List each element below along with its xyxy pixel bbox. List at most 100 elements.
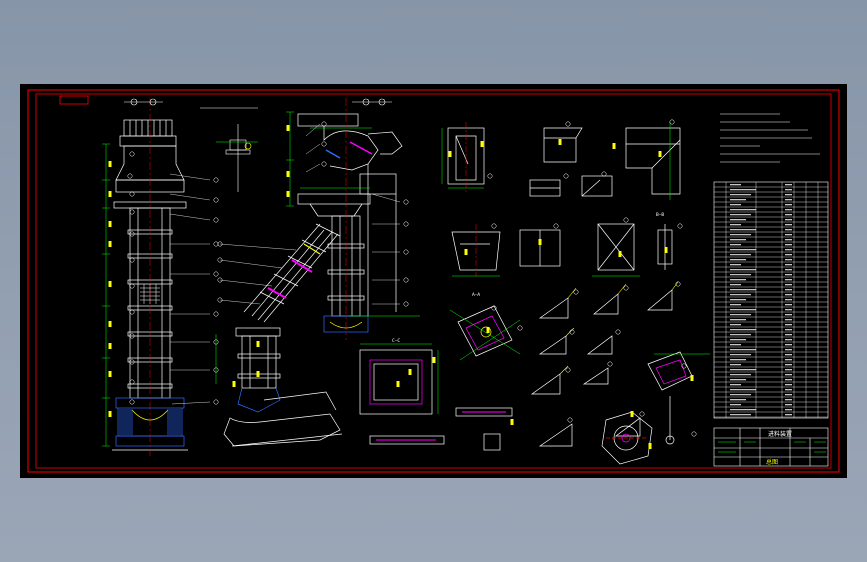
plan-view-frame [359, 349, 433, 415]
dimension-mark [108, 191, 112, 197]
section-label-c: C—C [392, 338, 400, 344]
part-balloon [675, 281, 681, 287]
parts-list-table [713, 181, 829, 419]
incline-markers [267, 141, 373, 299]
dimension-mark [664, 247, 668, 253]
part-balloon [403, 199, 409, 205]
dimension-mark [396, 381, 400, 387]
inner-frame [35, 93, 832, 469]
part-balloon [669, 119, 675, 125]
vertical-base [323, 315, 369, 333]
part-balloon [491, 223, 497, 229]
code-box [59, 95, 89, 105]
lower-housing [223, 327, 343, 447]
detail-part-4 [529, 175, 613, 197]
hopper-flange [119, 135, 177, 147]
dimension-mark [486, 327, 490, 333]
dimension-mark [464, 249, 468, 255]
section-label-a: A—A [472, 292, 480, 298]
part-balloon [129, 151, 135, 157]
dimension-mark [286, 125, 290, 131]
part-callouts [127, 119, 697, 437]
detail-part-6 [519, 229, 561, 267]
part-balloon [573, 289, 579, 295]
dimension-mark [648, 443, 652, 449]
part-balloon [517, 325, 523, 331]
flat-bar-hatch [376, 411, 506, 441]
part-balloon [217, 257, 223, 263]
dimension-mark [108, 221, 112, 227]
part-balloon [213, 367, 219, 373]
part-balloon [403, 277, 409, 283]
part-balloon [213, 339, 219, 345]
dimension-mark [658, 151, 662, 157]
flat-bars [369, 407, 513, 451]
dimension-mark [480, 141, 484, 147]
part-balloon [217, 277, 223, 283]
technical-notes [720, 113, 820, 163]
dimension-mark [618, 251, 622, 257]
dimension-mark [108, 343, 112, 349]
mid-dimensions [215, 111, 420, 384]
dimension-mark [690, 375, 694, 381]
part-balloon [677, 223, 683, 229]
drawing-sheet: 进料装置 总图 A—A B—B C—C [20, 84, 847, 478]
parts-list-frame [713, 181, 829, 419]
part-balloon [565, 121, 571, 127]
flange-detail [601, 411, 653, 465]
part-balloon [403, 301, 409, 307]
part-balloon [403, 249, 409, 255]
bolt-detail [216, 124, 258, 192]
dimension-mark [558, 139, 562, 145]
part-balloon [569, 329, 575, 335]
detail-part-7 [597, 223, 635, 271]
dimension-mark [108, 281, 112, 287]
dimension-mark [256, 341, 260, 347]
bottom-chute [223, 413, 341, 447]
detail-part-2 [543, 127, 583, 163]
left-leaders [169, 173, 211, 405]
part-balloon [615, 329, 621, 335]
part-balloon [129, 191, 135, 197]
part-balloon [129, 359, 135, 365]
part-balloon [129, 231, 135, 237]
part-balloon [403, 221, 409, 227]
part-balloon [553, 223, 559, 229]
dimension-mark [630, 411, 634, 417]
head-chute [323, 126, 379, 171]
head-flange [297, 193, 371, 205]
part-balloon [691, 431, 697, 437]
dimension-mark [286, 191, 290, 197]
mid-leaders [219, 123, 401, 305]
part-balloon [601, 171, 607, 177]
part-balloon [213, 271, 219, 277]
part-balloon [217, 241, 223, 247]
dimension-mark [108, 321, 112, 327]
incline-lower-edge [263, 233, 339, 323]
dimension-mark [408, 369, 412, 375]
part-balloon [563, 173, 569, 179]
dimension-mark [108, 411, 112, 417]
part-balloon [129, 379, 135, 385]
part-balloon [321, 121, 327, 127]
dimension-mark [286, 171, 290, 177]
triangle-parts [530, 289, 673, 447]
dimension-mark [108, 241, 112, 247]
part-balloon [623, 217, 629, 223]
rotated-part-detail [457, 305, 513, 357]
part-balloon [321, 141, 327, 147]
dimension-mark [108, 161, 112, 167]
part-balloon [129, 209, 135, 215]
angled-detail [647, 351, 693, 445]
dimension-mark [432, 357, 436, 363]
sheet-label: 总图 [766, 458, 778, 466]
part-balloon [565, 367, 571, 373]
outer-frame [27, 89, 840, 473]
dimension-marks [108, 125, 694, 449]
dimension-mark [612, 143, 616, 149]
part-balloon [129, 309, 135, 315]
dimension-mark [448, 151, 452, 157]
dimension-mark [510, 419, 514, 425]
dimension-mark [108, 371, 112, 377]
